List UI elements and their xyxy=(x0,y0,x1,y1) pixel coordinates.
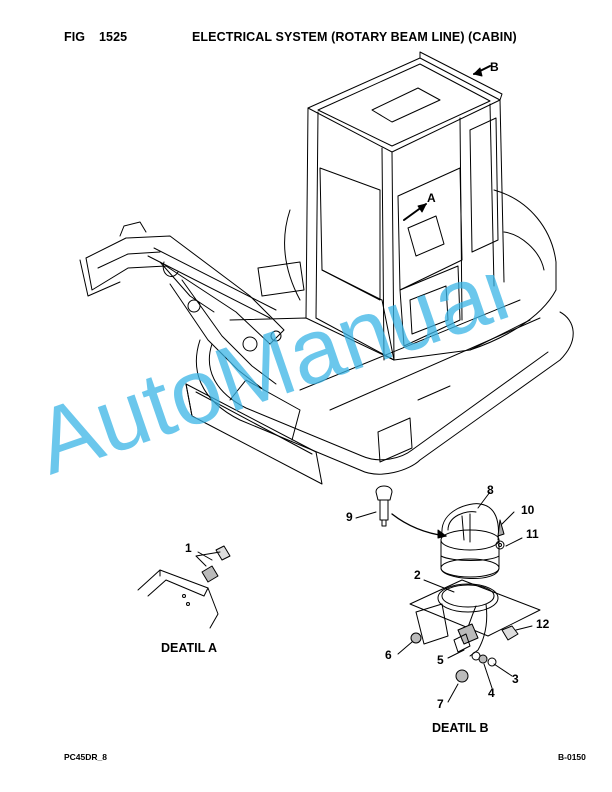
view-arrow-b-label: B xyxy=(490,60,499,74)
watermark-text: AutoManual xyxy=(50,275,521,494)
figure-number: 1525 xyxy=(99,30,128,44)
excavator-drawing xyxy=(79,51,574,485)
callout-1: 1 xyxy=(185,541,192,555)
footer-page-code: B-0150 xyxy=(558,752,586,762)
detail-a-caption: DEATIL A xyxy=(161,641,218,655)
figure-label: FIG xyxy=(64,30,86,44)
footer-model: PC45DR_8 xyxy=(64,752,107,762)
callout-5: 5 xyxy=(437,653,444,667)
callout-11: 11 xyxy=(526,527,539,541)
callout-9: 9 xyxy=(346,510,353,524)
callout-10: 10 xyxy=(521,503,535,517)
detail-b-drawing xyxy=(197,485,541,703)
detail-a-drawing xyxy=(137,545,231,629)
callout-2: 2 xyxy=(414,568,421,582)
callout-3: 3 xyxy=(512,672,519,686)
watermark: AutoManual xyxy=(50,275,521,494)
callout-6: 6 xyxy=(385,648,392,662)
callout-12: 12 xyxy=(536,617,550,631)
figure-title: ELECTRICAL SYSTEM (ROTARY BEAM LINE) (CA… xyxy=(192,30,517,44)
view-arrow-a-label: A xyxy=(427,191,436,205)
callout-4: 4 xyxy=(488,686,495,700)
callout-8: 8 xyxy=(487,483,494,497)
detail-b-caption: DEATIL B xyxy=(432,721,489,735)
callout-7: 7 xyxy=(437,697,444,711)
